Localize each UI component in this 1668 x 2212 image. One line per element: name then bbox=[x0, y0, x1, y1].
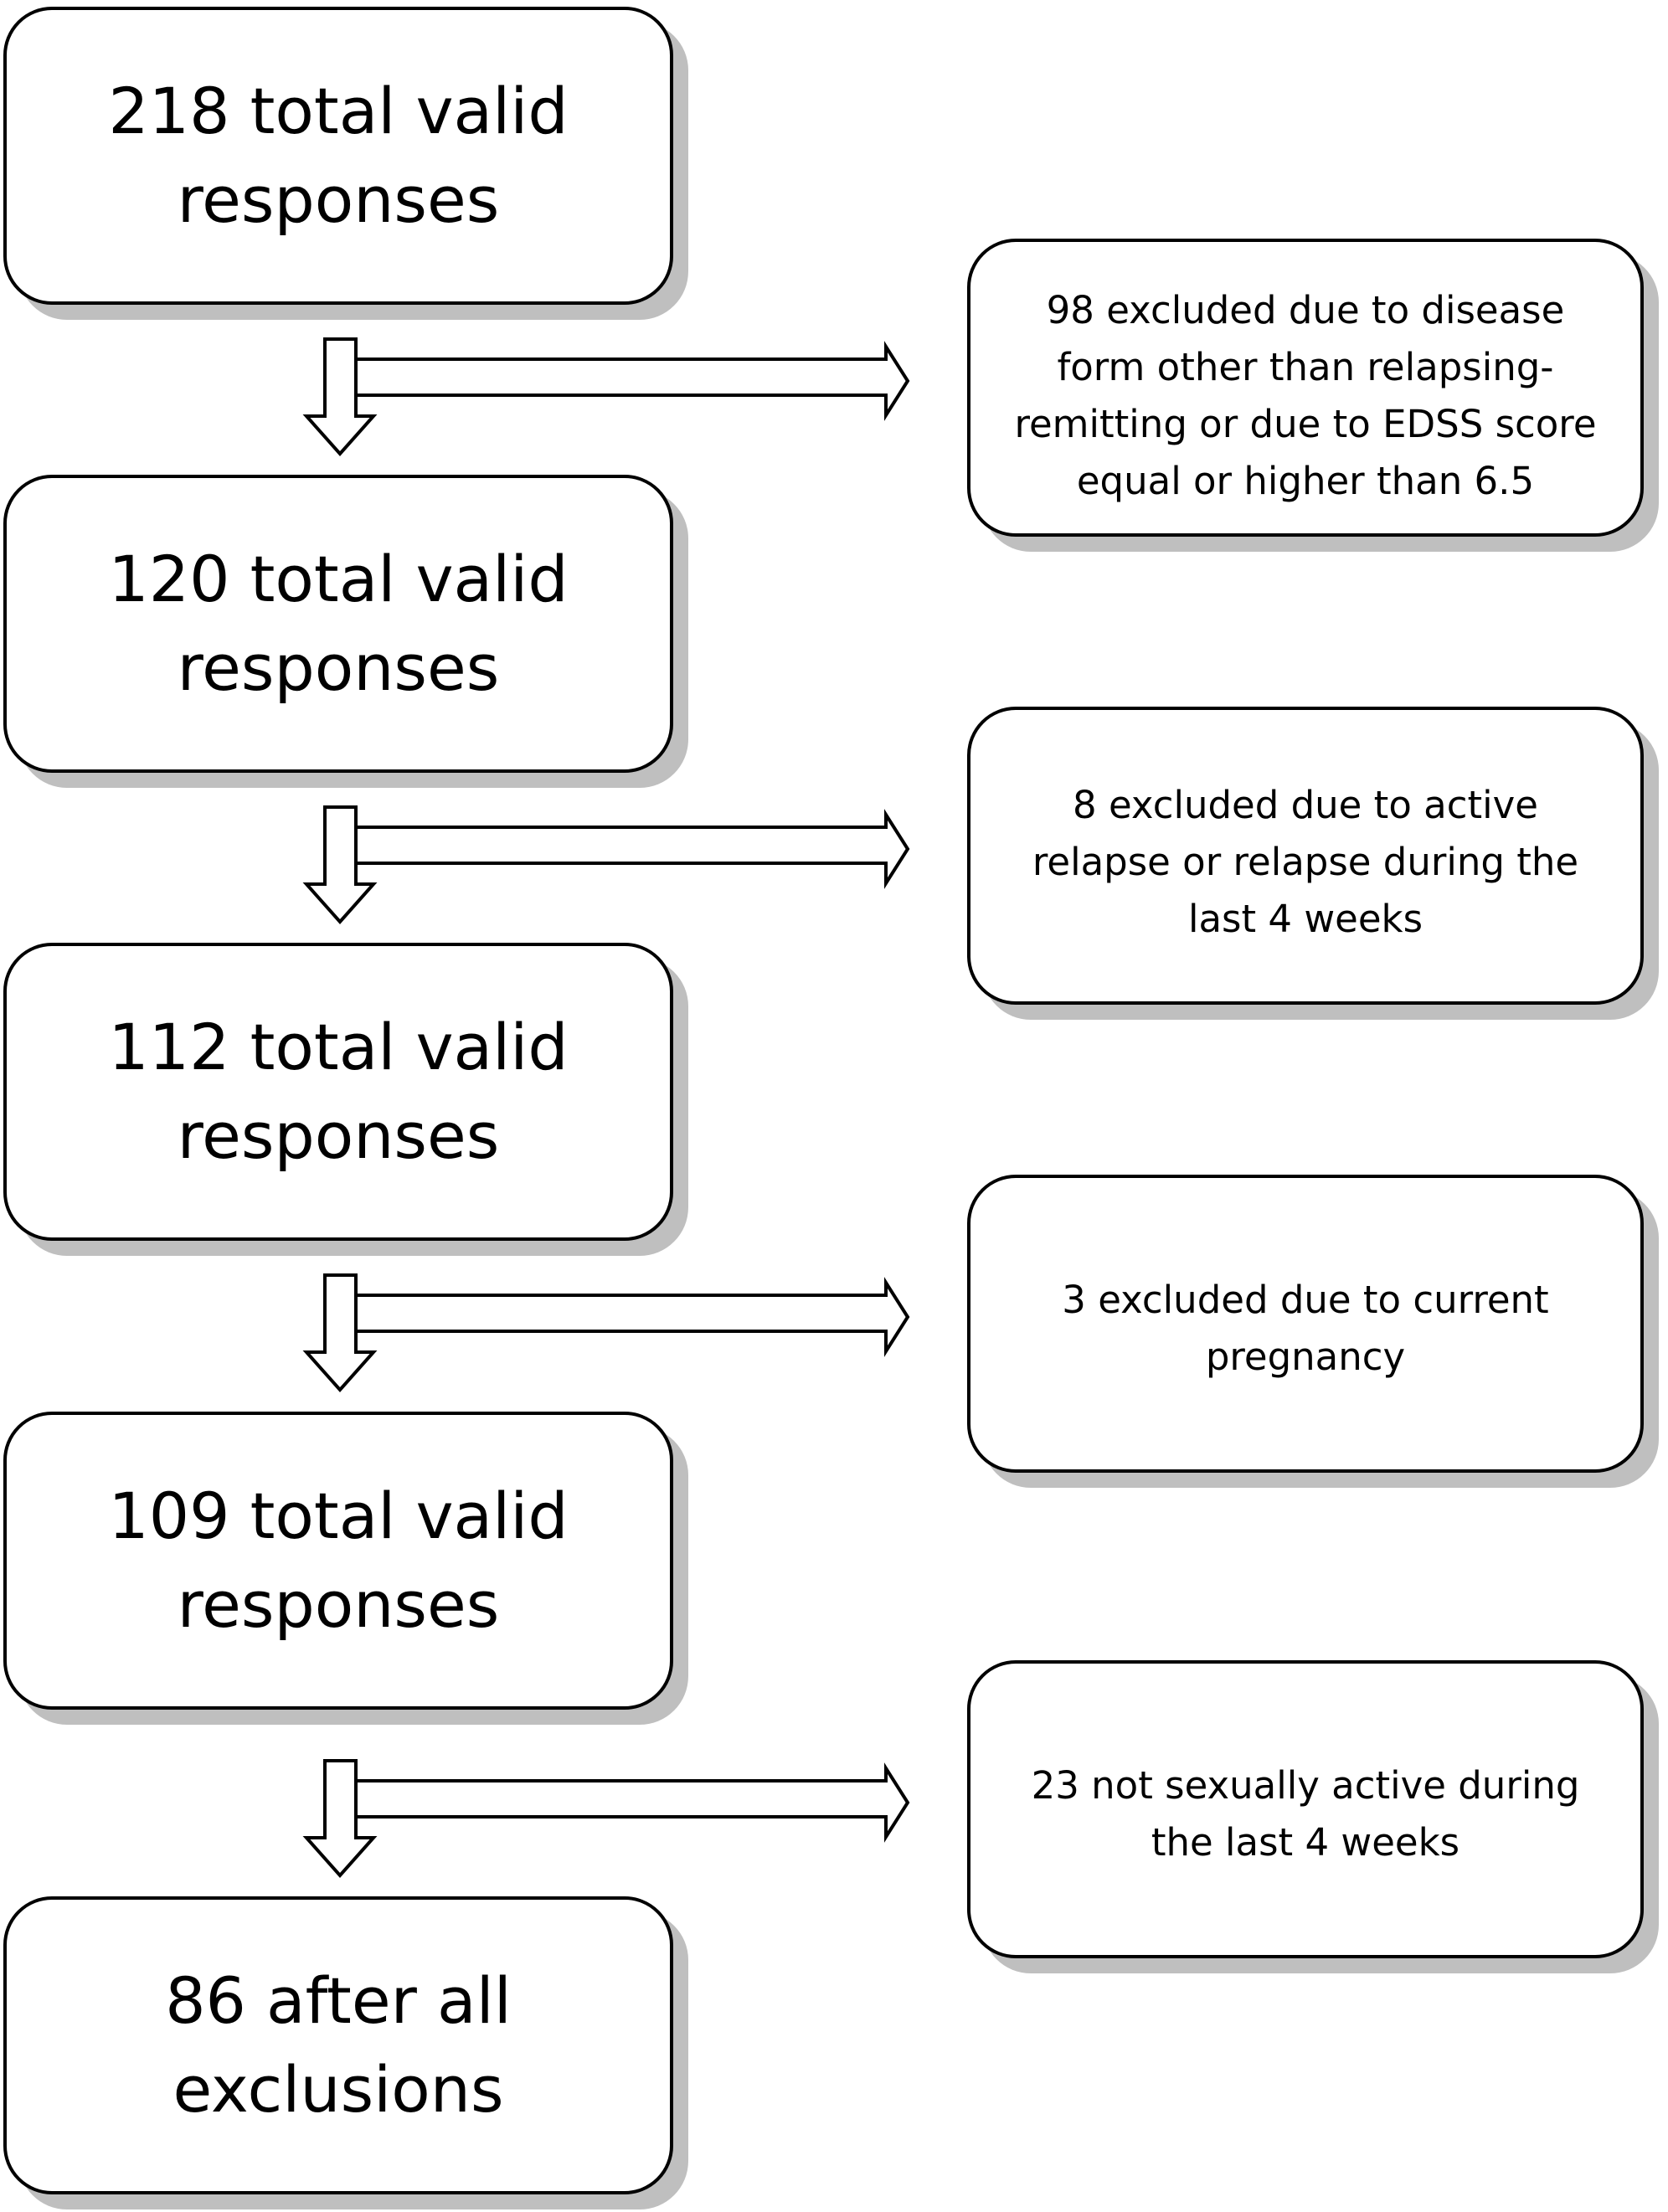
main-box-label: 109 total valid responses bbox=[108, 1479, 569, 1642]
exclusion-box: 3 excluded due to current pregnancy bbox=[967, 1175, 1644, 1473]
right-arrow bbox=[354, 1762, 910, 1843]
down-arrow bbox=[302, 1273, 378, 1393]
main-box-label: 120 total valid responses bbox=[108, 542, 569, 705]
main-box: 109 total valid responses bbox=[3, 1412, 673, 1710]
final-box-label: 86 after all exclusions bbox=[165, 1963, 512, 2127]
main-box-label: 218 total valid responses bbox=[108, 74, 569, 237]
main-box: 120 total valid responses bbox=[3, 475, 673, 773]
exclusion-box: 98 excluded due to disease form other th… bbox=[967, 239, 1644, 537]
down-arrow bbox=[302, 805, 378, 925]
exclusion-box-label: 98 excluded due to disease form other th… bbox=[1014, 288, 1597, 503]
right-arrow bbox=[354, 809, 910, 889]
down-arrow bbox=[302, 1759, 378, 1879]
exclusion-box-label: 23 not sexually active during the last 4… bbox=[1031, 1763, 1580, 1865]
right-arrow bbox=[354, 1277, 910, 1357]
down-arrow bbox=[302, 337, 378, 457]
exclusion-box-label: 3 excluded due to current pregnancy bbox=[1062, 1278, 1549, 1379]
main-box: 218 total valid responses bbox=[3, 7, 673, 305]
exclusion-box-label: 8 excluded due to active relapse or rela… bbox=[1032, 783, 1579, 941]
exclusion-box: 8 excluded due to active relapse or rela… bbox=[967, 707, 1644, 1005]
exclusion-box: 23 not sexually active during the last 4… bbox=[967, 1660, 1644, 1958]
right-arrow bbox=[354, 341, 910, 421]
main-box-label: 112 total valid responses bbox=[108, 1010, 569, 1173]
main-box: 112 total valid responses bbox=[3, 943, 673, 1241]
final-box: 86 after all exclusions bbox=[3, 1896, 673, 2194]
